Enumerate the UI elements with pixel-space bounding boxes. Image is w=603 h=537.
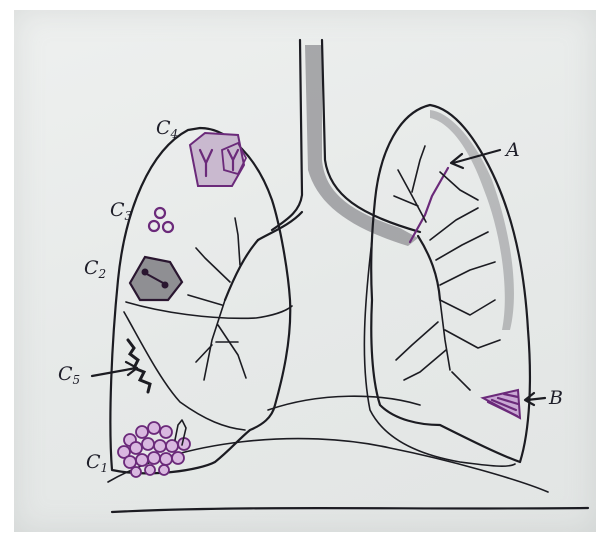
diaphragm-inner-curve: [268, 396, 420, 410]
lesion-c2: [130, 257, 182, 300]
label-a: A: [504, 139, 520, 161]
label-b: B: [548, 387, 563, 409]
lesion-c1: [118, 422, 190, 477]
label-c5: C5: [58, 363, 80, 387]
right-lung-lower-outline: [364, 240, 515, 466]
trachea-left-wall: [272, 40, 302, 230]
arrow-c5: [92, 362, 137, 376]
diaphragm-base-line: [112, 508, 588, 512]
lesion-c3: [149, 208, 173, 232]
right-lung-shading: [430, 110, 514, 330]
label-c1: C1: [86, 451, 108, 475]
left-bronchus-trunk: [225, 240, 258, 300]
lesion-c4: [190, 133, 246, 186]
arrow-b: [525, 393, 545, 405]
left-lung-fissure-1: [126, 302, 292, 318]
label-c4: C4: [156, 117, 178, 141]
label-c2: C2: [84, 257, 106, 281]
label-c3: C3: [110, 199, 133, 223]
lesion-b: [483, 390, 520, 418]
